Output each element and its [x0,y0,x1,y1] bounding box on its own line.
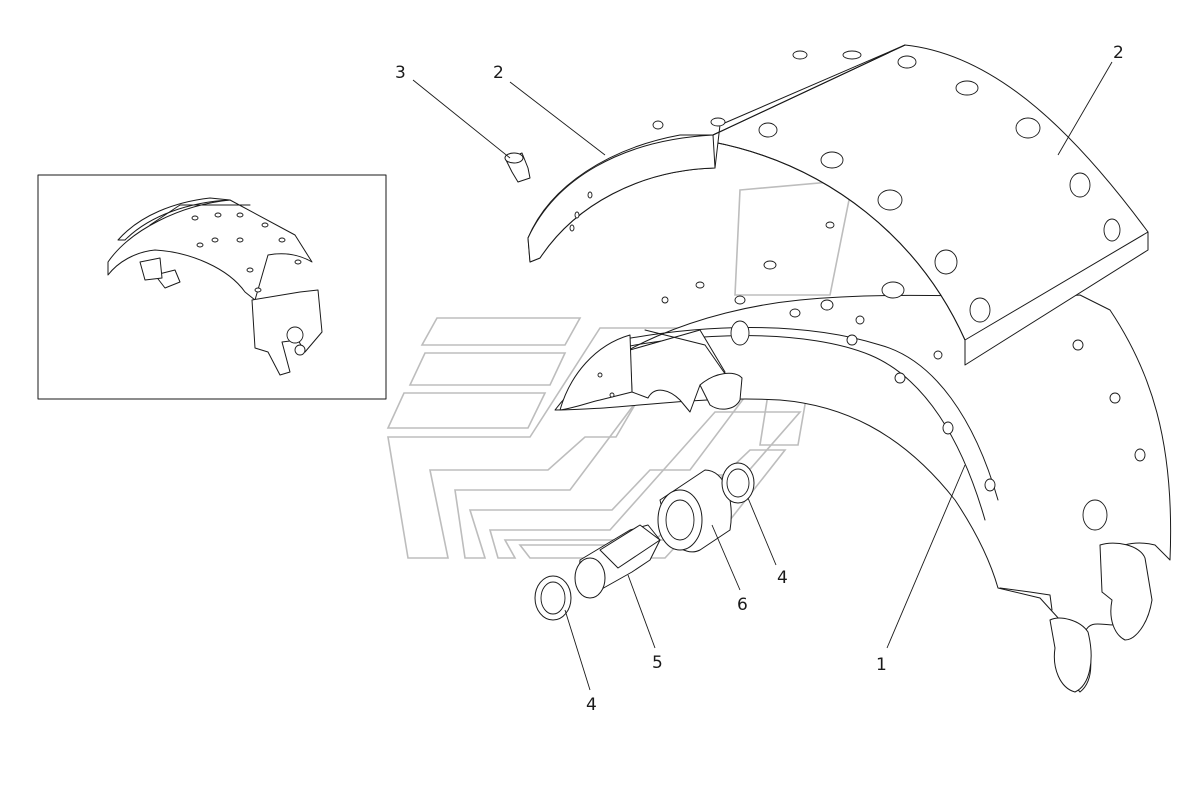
inset-thumbnail [37,174,387,400]
rivet [504,152,531,183]
snap-ring-upper [721,462,755,504]
snap-ring-lower [534,575,572,621]
pin [574,524,661,599]
callout-4-upper: 4 [777,568,788,588]
callout-5: 5 [652,653,663,673]
callout-1: 1 [876,655,887,675]
brake-lining-right [712,44,1149,366]
bushing [657,469,732,553]
callout-2-left: 2 [493,63,504,83]
brake-lining-left [527,44,906,263]
callouts: 3 2 2 1 4 4 5 6 [395,43,1124,715]
callout-6: 6 [737,595,748,615]
callout-4-lower: 4 [586,695,597,715]
brake-shoe-body [554,221,1172,693]
callout-2-right: 2 [1113,43,1124,63]
callout-3: 3 [395,63,406,83]
leader-lines [412,61,1113,691]
